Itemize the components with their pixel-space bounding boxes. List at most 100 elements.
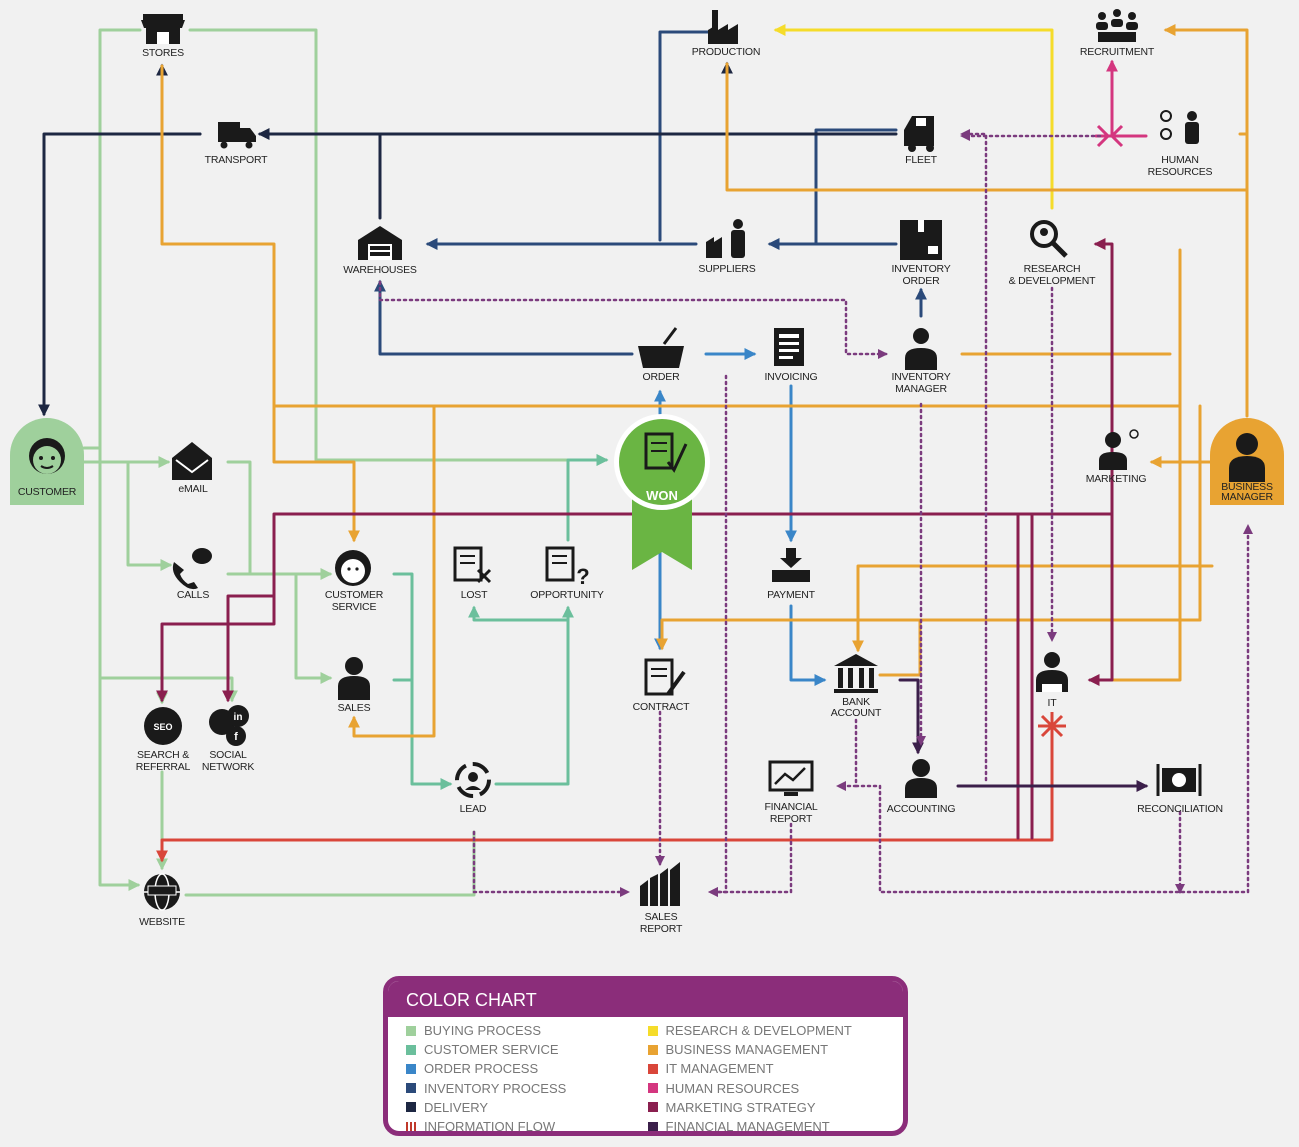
factory-icon bbox=[708, 10, 738, 44]
opportunity-icon: ? bbox=[545, 546, 590, 589]
research-label-1: RESEARCH bbox=[1024, 263, 1081, 275]
lead-node[interactable]: LEAD bbox=[455, 762, 491, 815]
reconciliation-label: RECONCILIATION bbox=[1137, 803, 1223, 815]
inventory-manager-node[interactable]: INVENTORY MANAGER bbox=[891, 328, 951, 395]
accountant-icon bbox=[905, 759, 937, 798]
social-network-node[interactable]: in f SOCIAL NETWORK bbox=[202, 705, 255, 773]
legend-swatch bbox=[406, 1121, 416, 1131]
customer-service-label-1: CUSTOMER bbox=[325, 589, 384, 601]
legend-item: BUSINESS MANAGEMENT bbox=[647, 1040, 890, 1059]
contract-icon bbox=[644, 658, 686, 696]
recruitment-node[interactable]: RECRUITMENT bbox=[1080, 9, 1155, 58]
contract-node[interactable]: CONTRACT bbox=[633, 658, 691, 713]
order-node[interactable]: ORDER bbox=[638, 327, 684, 383]
sales-node[interactable]: SALES bbox=[338, 657, 371, 714]
business-person-icon bbox=[1229, 433, 1265, 482]
customer-service-node[interactable]: CUSTOMER SERVICE bbox=[325, 550, 384, 613]
headset-icon bbox=[335, 550, 371, 586]
business-manager-node[interactable]: BUSINESS MANAGER bbox=[1210, 418, 1284, 505]
legend-label: BUYING PROCESS bbox=[424, 1023, 542, 1039]
legend-item: ORDER PROCESS bbox=[406, 1059, 648, 1078]
business-connector bbox=[878, 618, 1202, 677]
lost-node[interactable]: LOST bbox=[453, 546, 492, 601]
bank-account-node[interactable]: BANK ACCOUNT bbox=[831, 654, 882, 719]
business-connector bbox=[348, 404, 436, 738]
calls-node[interactable]: CALLS bbox=[172, 548, 212, 601]
customer-node[interactable]: CUSTOMER bbox=[10, 418, 84, 505]
inventory-connector bbox=[658, 30, 718, 242]
information-flow-connector bbox=[708, 822, 793, 897]
marketing-label: MARKETING bbox=[1086, 473, 1147, 485]
human-resources-node[interactable]: HUMAN RESOURCES bbox=[1148, 110, 1213, 178]
legend-item: RESEARCH & DEVELOPMENT bbox=[647, 1021, 890, 1040]
legend-swatch bbox=[406, 1083, 416, 1094]
warehouses-label: WAREHOUSES bbox=[343, 264, 417, 276]
stores-node[interactable]: STORES bbox=[141, 14, 185, 59]
legend-label: IT MANAGEMENT bbox=[665, 1061, 774, 1077]
accounting-label: ACCOUNTING bbox=[887, 803, 956, 815]
won-node[interactable]: WON bbox=[614, 414, 710, 570]
fleet-node[interactable]: FLEET bbox=[904, 116, 938, 166]
search-referral-label-1: SEARCH & bbox=[137, 749, 189, 761]
lead-cycle-icon bbox=[455, 762, 491, 798]
human-resources-icon bbox=[1160, 110, 1199, 144]
magnifier-icon bbox=[1030, 220, 1068, 258]
social-icons: in f bbox=[209, 705, 249, 746]
marketing-node[interactable]: MARKETING bbox=[1086, 429, 1147, 485]
legend-title: COLOR CHART bbox=[388, 981, 903, 1017]
basket-icon bbox=[638, 327, 684, 368]
won-label: WON bbox=[646, 488, 678, 503]
salesperson-icon bbox=[338, 657, 370, 700]
information-flow-connector bbox=[960, 129, 988, 782]
research-connector bbox=[773, 24, 1054, 210]
fleet-label: FLEET bbox=[905, 154, 937, 166]
stores-label: STORES bbox=[142, 47, 184, 59]
customer-face-icon bbox=[29, 438, 65, 474]
it-connector bbox=[156, 738, 1054, 863]
legend-item: DELIVERY bbox=[406, 1098, 648, 1117]
accounting-node[interactable]: ACCOUNTING bbox=[887, 759, 956, 815]
information-flow-connector bbox=[472, 830, 630, 897]
it-node[interactable]: IT bbox=[1036, 652, 1068, 709]
invoicing-node[interactable]: INVOICING bbox=[764, 328, 818, 383]
customer-service-connector bbox=[468, 605, 570, 622]
production-label: PRODUCTION bbox=[692, 46, 761, 58]
legend-swatch bbox=[406, 1063, 416, 1074]
sales-report-node[interactable]: SALES REPORT bbox=[640, 862, 683, 935]
opportunity-node[interactable]: ? OPPORTUNITY bbox=[530, 546, 604, 601]
delivery-connector bbox=[156, 63, 202, 136]
production-node[interactable]: PRODUCTION bbox=[692, 10, 761, 58]
legend-label: INVENTORY PROCESS bbox=[424, 1080, 567, 1096]
monitor-chart-icon bbox=[768, 760, 814, 796]
inventory-order-node[interactable]: INVENTORY ORDER bbox=[891, 220, 951, 287]
research-development-node[interactable]: RESEARCH & DEVELOPMENT bbox=[1009, 220, 1096, 287]
svg-text:in: in bbox=[234, 712, 243, 723]
website-node[interactable]: WEBSITE bbox=[139, 873, 185, 928]
business-connector bbox=[852, 564, 1214, 653]
legend-item: HUMAN RESOURCES bbox=[647, 1079, 890, 1098]
email-node[interactable]: eMAIL bbox=[172, 442, 212, 495]
payment-node[interactable]: PAYMENT bbox=[767, 548, 816, 601]
order-connector bbox=[789, 604, 827, 686]
contract-label: CONTRACT bbox=[633, 701, 691, 713]
buying-connector bbox=[248, 572, 333, 684]
legend-label: MARKETING STRATEGY bbox=[665, 1099, 816, 1115]
legend-swatch bbox=[406, 1025, 416, 1036]
suppliers-node[interactable]: SUPPLIERS bbox=[698, 219, 756, 275]
legend-column-left: BUYING PROCESS CUSTOMER SERVICE ORDER PR… bbox=[406, 1021, 648, 1131]
it-label: IT bbox=[1048, 697, 1058, 709]
opportunity-label: OPPORTUNITY bbox=[530, 589, 604, 601]
social-network-label-1: SOCIAL bbox=[209, 749, 247, 761]
legend-label: ORDER PROCESS bbox=[424, 1061, 539, 1077]
warehouses-node[interactable]: WAREHOUSES bbox=[343, 226, 417, 276]
reconciliation-node[interactable]: RECONCILIATION bbox=[1137, 764, 1223, 815]
buying-connector bbox=[82, 28, 142, 450]
legend-label: RESEARCH & DEVELOPMENT bbox=[665, 1023, 852, 1039]
legend-swatch bbox=[647, 1063, 658, 1074]
legend-item: INVENTORY PROCESS bbox=[406, 1079, 648, 1098]
transport-node[interactable]: TRANSPORT bbox=[205, 122, 269, 166]
financial-report-node[interactable]: FINANCIAL REPORT bbox=[764, 760, 818, 825]
business-connector bbox=[1110, 404, 1182, 682]
search-referral-node[interactable]: SEO SEARCH & REFERRAL bbox=[136, 707, 191, 773]
